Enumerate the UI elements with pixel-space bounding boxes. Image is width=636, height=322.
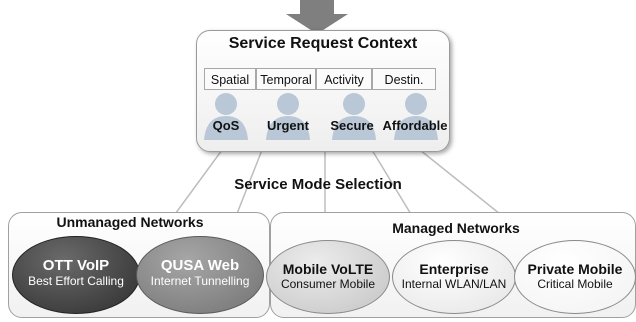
person-icon: [266, 93, 310, 140]
tab-destin: Destin.: [372, 68, 436, 90]
unmanaged-networks-title: Unmanaged Networks: [56, 214, 204, 230]
qusa-web-mode: QUSA Web Internet Tunnelling: [136, 236, 264, 314]
mode-description: Critical Mobile: [537, 277, 613, 291]
attribute-urgent: Urgent: [267, 118, 309, 133]
enterprise-mode: Enterprise Internal WLAN/LAN: [392, 240, 516, 314]
managed-networks-title: Managed Networks: [392, 220, 520, 236]
service-mode-selection-label: Service Mode Selection: [234, 176, 402, 193]
context-title: Service Request Context: [228, 35, 418, 52]
mode-name: OTT VoIP: [42, 257, 110, 274]
tab-temporal: Temporal: [256, 68, 316, 90]
ott-voip-mode: OTT VoIP Best Effort Calling: [12, 236, 140, 314]
mode-name: QUSA Web: [160, 257, 240, 274]
mode-name: Private Mobile: [527, 261, 623, 277]
private-mobile-mode: Private Mobile Critical Mobile: [514, 240, 636, 314]
down-arrow-icon: [286, 0, 348, 34]
tab-spatial: Spatial: [204, 68, 256, 90]
attribute-secure: Secure: [330, 118, 374, 133]
person-icon: [204, 93, 248, 140]
mode-description: Internet Tunnelling: [150, 274, 250, 288]
attribute-affordable: Affordable: [382, 118, 448, 133]
mode-description: Best Effort Calling: [28, 274, 124, 288]
tab-activity: Activity: [316, 68, 372, 90]
mode-name: Mobile VoLTE: [282, 261, 374, 277]
person-icon: [394, 93, 438, 140]
mode-description: Internal WLAN/LAN: [401, 277, 507, 291]
mode-name: Enterprise: [419, 261, 489, 277]
person-icon: [332, 93, 376, 140]
attribute-qos: QoS: [212, 118, 240, 133]
mode-description: Consumer Mobile: [280, 277, 376, 291]
mobile-volte-mode: Mobile VoLTE Consumer Mobile: [266, 240, 390, 314]
